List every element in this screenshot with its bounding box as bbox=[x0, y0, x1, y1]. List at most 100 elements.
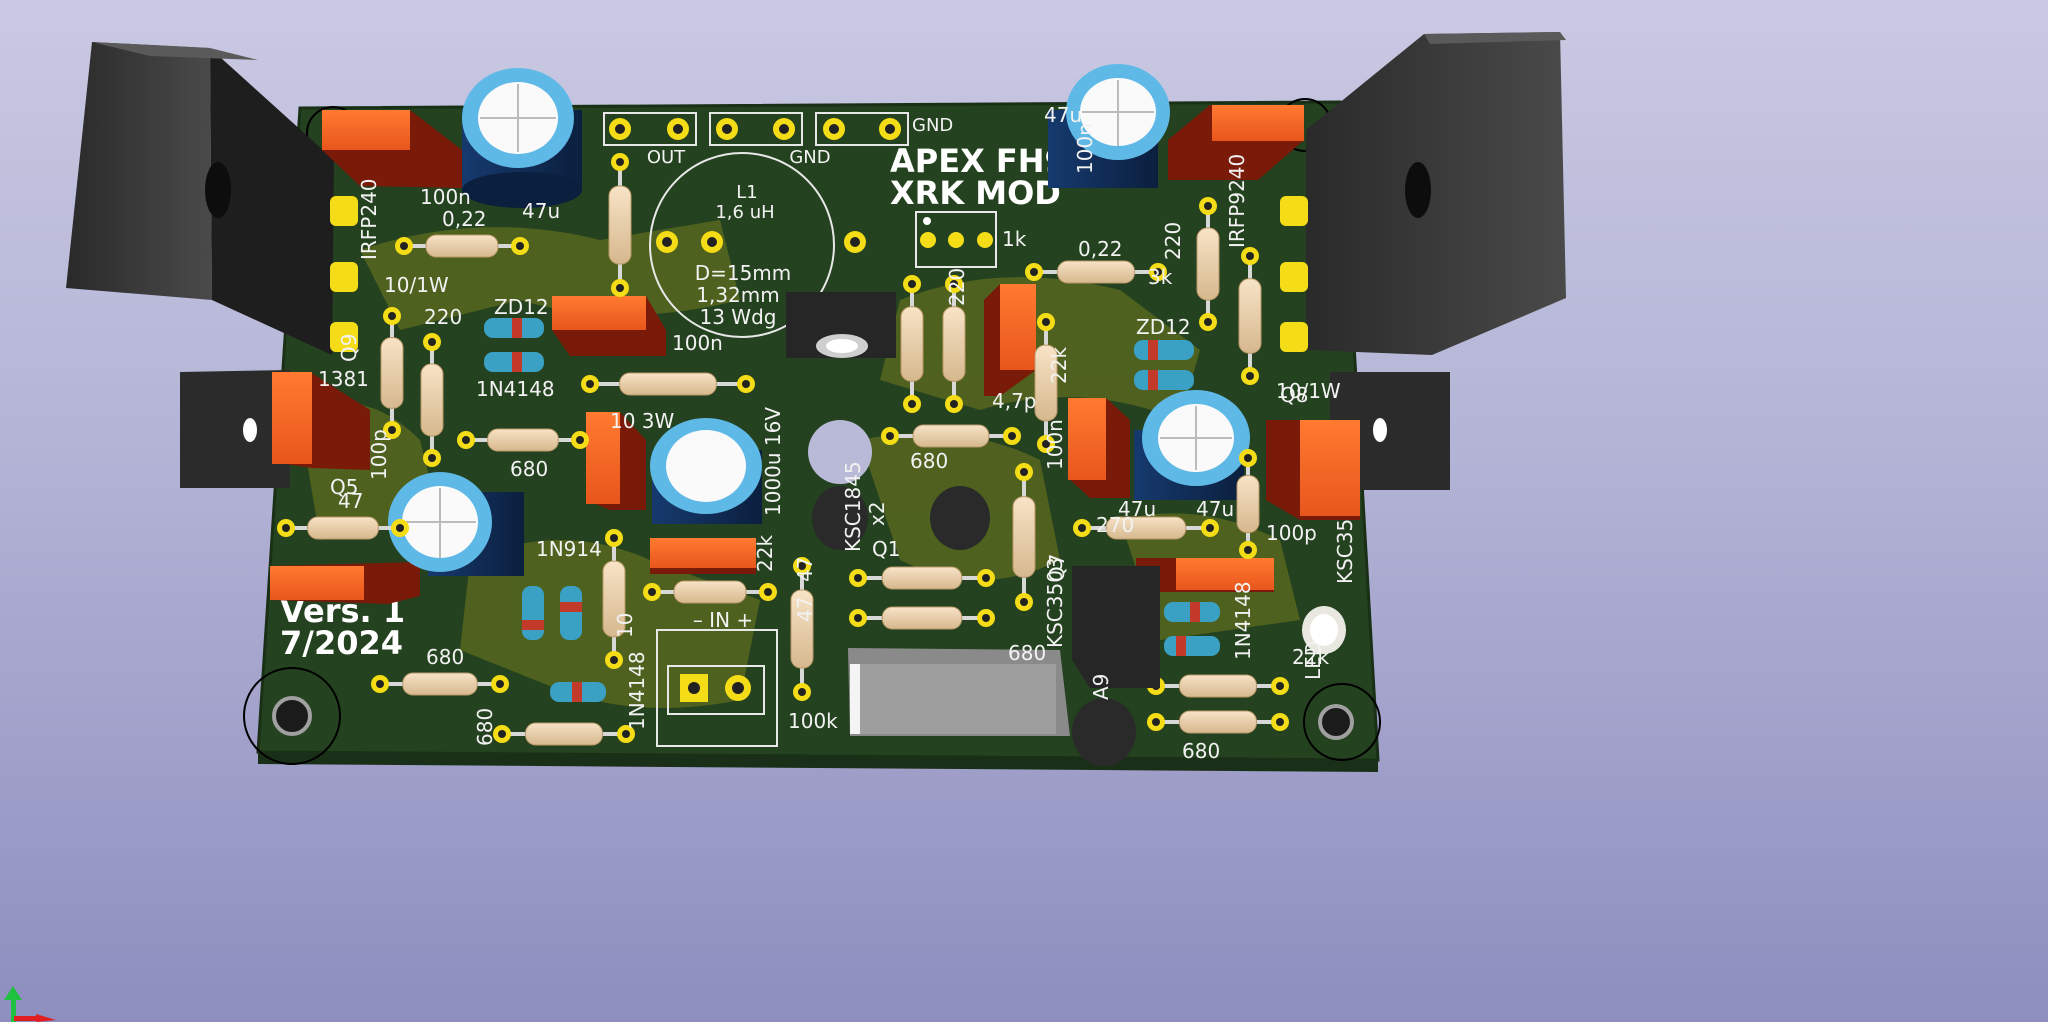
y-axis-line bbox=[11, 998, 16, 1022]
drill-hole bbox=[388, 426, 396, 434]
drill-hole bbox=[1204, 318, 1212, 326]
silkscreen-label: 10/1W bbox=[1276, 379, 1341, 403]
silkscreen-label: IRFP240 bbox=[357, 178, 381, 260]
silkscreen-label: 100p bbox=[367, 429, 391, 480]
resistor-body bbox=[673, 580, 747, 604]
silkscreen-label: x2 bbox=[865, 501, 889, 526]
drill-hole bbox=[1020, 598, 1028, 606]
silkscreen-label: 22k bbox=[1292, 645, 1329, 669]
silkscreen-label: Q9 bbox=[337, 334, 361, 362]
resistor-body bbox=[619, 372, 717, 396]
resistor-body bbox=[425, 234, 499, 258]
silkscreen-label: 1N4148 bbox=[625, 651, 649, 730]
inductor-spec-3: 13 Wdg bbox=[700, 305, 777, 329]
drill-hole bbox=[376, 680, 384, 688]
heatsink-right bbox=[1306, 32, 1566, 490]
board-title-line1: APEX FH9 bbox=[890, 142, 1067, 180]
drill-hole bbox=[1244, 546, 1252, 554]
silkscreen-label: 680 bbox=[473, 708, 497, 746]
silkscreen-label: 4,7p bbox=[992, 389, 1037, 413]
silkscreen-label: Q8 bbox=[1280, 383, 1308, 407]
silkscreen-label: 10/1W bbox=[384, 273, 449, 297]
silkscreen-label: 680 bbox=[1182, 739, 1220, 763]
drill-hole bbox=[400, 242, 408, 250]
silkscreen-label: 680 bbox=[426, 645, 464, 669]
silkscreen-label: 22k bbox=[1047, 347, 1071, 384]
silkscreen-label: 3k bbox=[1148, 265, 1173, 289]
silkscreen-label: Q1 bbox=[872, 537, 900, 561]
drill-hole bbox=[982, 614, 990, 622]
heatsink-left bbox=[66, 42, 334, 488]
drill-hole bbox=[798, 688, 806, 696]
drill-hole bbox=[886, 432, 894, 440]
drill-hole bbox=[1078, 524, 1086, 532]
small-transistors bbox=[812, 486, 1136, 766]
silkscreen-label: 0,22 bbox=[1078, 237, 1123, 261]
silkscreen-label: 1k bbox=[1002, 227, 1027, 251]
inductor-spec-2: 1,32mm bbox=[696, 283, 780, 307]
mosfet-pads bbox=[330, 196, 1308, 352]
drill-hole bbox=[1020, 468, 1028, 476]
drill-hole bbox=[982, 574, 990, 582]
cap-1000u bbox=[650, 418, 762, 524]
drill-hole bbox=[1246, 372, 1254, 380]
resistor-body bbox=[420, 363, 444, 437]
silkscreen-label: ZD12 bbox=[1136, 315, 1191, 339]
drill-hole bbox=[648, 588, 656, 596]
silkscreen-label: LED bbox=[1301, 641, 1325, 680]
silkscreen-label: 100n bbox=[1043, 419, 1067, 470]
resistor-body bbox=[1236, 474, 1260, 534]
silkscreen-label: 680 bbox=[1008, 641, 1046, 665]
drill-hole bbox=[1030, 268, 1038, 276]
film-capacitors bbox=[270, 105, 1360, 604]
inductor-ref: L1 bbox=[736, 182, 757, 203]
x-axis-line bbox=[14, 1016, 38, 1021]
resistor-body bbox=[1105, 516, 1187, 540]
drill-hole bbox=[742, 380, 750, 388]
drill-hole bbox=[908, 400, 916, 408]
silkscreen-label: 680 bbox=[910, 449, 948, 473]
resistor-body bbox=[1012, 496, 1036, 578]
silkscreen-label: 1381 bbox=[318, 367, 369, 391]
resistor-body bbox=[881, 566, 963, 590]
silkscreen-label: 270 bbox=[1096, 513, 1134, 537]
resistor-body bbox=[602, 560, 626, 638]
led bbox=[1302, 606, 1346, 654]
drill-hole bbox=[498, 730, 506, 738]
drill-hole bbox=[854, 614, 862, 622]
cap-47u-top-left bbox=[462, 68, 582, 208]
silkscreen-label: ZD12 bbox=[494, 295, 549, 319]
silkscreen-label: 10 bbox=[613, 613, 637, 638]
drill-hole bbox=[428, 454, 436, 462]
drill-hole bbox=[428, 338, 436, 346]
drill-hole bbox=[1204, 202, 1212, 210]
drill-hole bbox=[616, 284, 624, 292]
cap-47u-right bbox=[1134, 390, 1250, 500]
resistor-body bbox=[380, 337, 404, 409]
resistor-body bbox=[307, 516, 379, 540]
resistor-body bbox=[525, 722, 603, 746]
version-line2: 7/2024 bbox=[280, 624, 403, 662]
gnd-label-right: GND bbox=[912, 115, 953, 136]
drill-hole bbox=[1244, 454, 1252, 462]
silkscreen-label: 1N4148 bbox=[476, 377, 555, 401]
silkscreen-label: 100n bbox=[420, 185, 471, 209]
silkscreen-label: 100k bbox=[788, 709, 838, 733]
silkscreen-label: 100n bbox=[1073, 123, 1097, 174]
silkscreen-label: 47 bbox=[793, 557, 817, 582]
cap-47u-bottom-left bbox=[388, 472, 524, 576]
drill-hole bbox=[908, 280, 916, 288]
drill-hole bbox=[610, 534, 618, 542]
drill-hole bbox=[576, 436, 584, 444]
silkscreen-label: KSC35 bbox=[1333, 519, 1357, 584]
drill-hole bbox=[1008, 432, 1016, 440]
drill-hole bbox=[1246, 252, 1254, 260]
resistor-body bbox=[900, 306, 924, 382]
silkscreen-label: KSC3503 bbox=[1043, 557, 1067, 648]
input-connector: – IN + bbox=[656, 608, 778, 747]
trimmer-outline bbox=[915, 211, 997, 268]
board-title-line2: XRK MOD bbox=[890, 174, 1061, 212]
resistor-body bbox=[790, 589, 814, 669]
